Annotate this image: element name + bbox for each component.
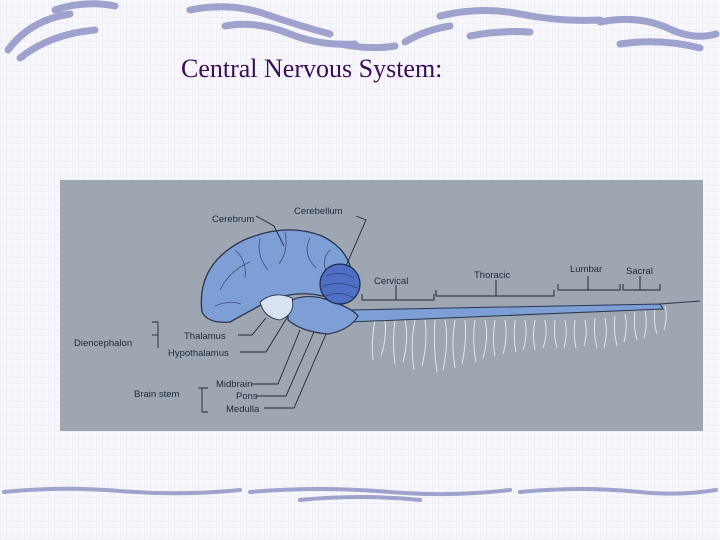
label-thalamus: Thalamus [184,331,226,342]
label-midbrain: Midbrain [216,379,252,390]
top-decorative-swirls [4,0,720,62]
label-cerebrum: Cerebrum [212,214,254,225]
spinal-nerves [371,305,667,373]
diencephalon-shape [259,294,294,321]
label-lumbar: Lumbar [570,264,602,275]
cns-diagram: Cerebrum Cerebellum Cervical Thoracic Lu… [60,180,703,431]
label-diencephalon: Diencephalon [74,338,132,349]
cerebellum-shape [319,263,361,305]
label-medulla: Medulla [226,404,260,415]
slide-title: Central Nervous System: [181,54,443,83]
leader-lines [152,215,367,413]
spinal-region-brackets [361,276,661,301]
bottom-decorative-swirls [2,486,718,502]
label-cervical: Cervical [374,276,408,287]
label-cerebellum: Cerebellum [294,206,343,217]
label-sacral: Sacral [626,266,653,277]
label-hypothalamus: Hypothalamus [168,348,229,359]
label-pons: Pons [236,391,258,402]
label-thoracic: Thoracic [474,270,511,281]
cns-diagram-svg: Cerebrum Cerebellum Cervical Thoracic Lu… [60,180,703,431]
brainstem-shape [287,295,359,335]
label-brain-stem: Brain stem [134,389,179,400]
